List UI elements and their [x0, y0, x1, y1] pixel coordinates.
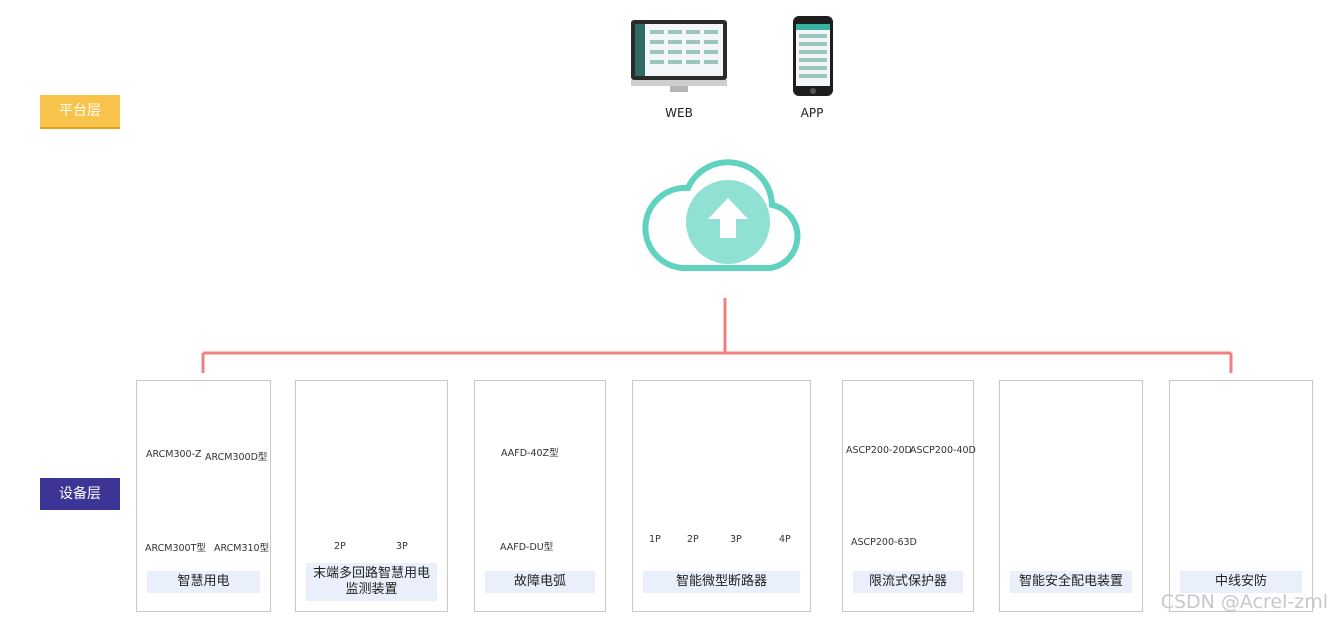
app-label: APP [800, 106, 824, 120]
caption-arcm300t: ARCM300T型 [145, 543, 206, 554]
caption-arcm310: ARCM310型 [214, 543, 270, 554]
web-monitor-icon [631, 20, 727, 92]
card-title: 智能微型断路器 [643, 571, 800, 593]
card-neutral-line-protection: 中线安防 [1169, 380, 1313, 612]
caption-4p: 4P [779, 534, 791, 545]
caption-arcm300-z: ARCM300-Z [146, 449, 202, 460]
card-title: 限流式保护器 [853, 571, 963, 593]
caption-3p: 3P [396, 541, 408, 552]
caption-ascp200-20d: ASCP200-20D [846, 445, 912, 456]
watermark: CSDN @Acrel-zml [1160, 591, 1328, 613]
caption-2p: 2P [334, 541, 346, 552]
caption-ascp200-40d: ASCP200-40D [910, 445, 976, 456]
card-title: 智慧用电 [147, 571, 260, 593]
caption-aafd-du: AAFD-DU型 [500, 542, 554, 553]
caption-ascp200-63d: ASCP200-63D [851, 537, 917, 548]
card-current-limit-protector: ASCP200-20D ASCP200-40D ASCP200-63D 限流式保… [842, 380, 976, 612]
card-smart-electricity: ARCM300-Z ARCM300D型 ARCM300T型 ARCM310型 智… [136, 380, 271, 612]
card-multi-circuit-monitor: 2P 3P 末端多回路智慧用电监测装置 [295, 380, 448, 612]
caption-arcm300d: ARCM300D型 [205, 452, 268, 463]
card-title: 末端多回路智慧用电监测装置 [306, 563, 437, 601]
caption-1p: 1P [649, 534, 661, 545]
card-arc-fault: AAFD-40Z型 AAFD-DU型 故障电弧 [474, 380, 606, 612]
caption-3p: 3P [730, 534, 742, 545]
card-title: 故障电弧 [485, 571, 595, 593]
connector-lines [201, 298, 1233, 373]
cloud-upload-icon [642, 159, 801, 271]
device-layer-tag: 设备层 [40, 478, 120, 510]
card-title: 中线安防 [1180, 571, 1302, 593]
card-smart-mcb: 1P 2P 3P 4P 智能微型断路器 [632, 380, 811, 612]
card-safe-distribution: 智能安全配电装置 [999, 380, 1143, 612]
platform-layer-tag: 平台层 [40, 95, 120, 129]
caption-aafd-40z: AAFD-40Z型 [501, 448, 559, 459]
app-phone-icon [793, 16, 833, 96]
card-title: 智能安全配电装置 [1010, 571, 1132, 593]
caption-2p: 2P [687, 534, 699, 545]
web-label: WEB [665, 106, 693, 120]
